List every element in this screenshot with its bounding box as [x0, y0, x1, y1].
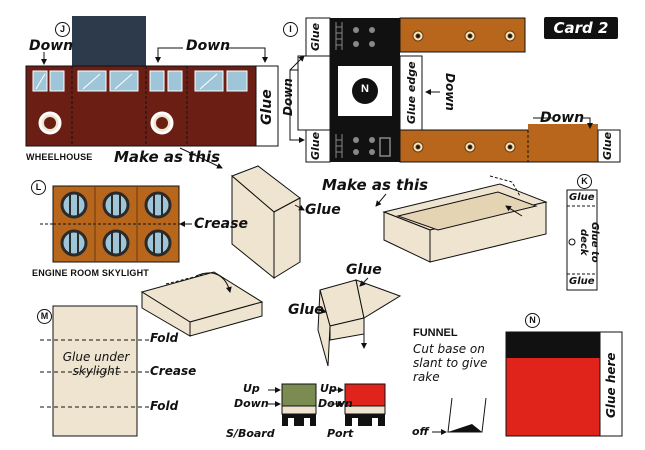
crease-label: Crease — [150, 364, 197, 378]
funnel-title: FUNNEL — [413, 327, 458, 339]
up-label: Up — [320, 382, 337, 395]
sboard-label: S/Board — [226, 427, 275, 440]
down-label: Down — [234, 397, 269, 410]
label-l: L — [31, 180, 46, 195]
fold-label: Fold — [150, 399, 179, 413]
down-label: Down — [540, 110, 585, 126]
down-label: Down — [29, 38, 74, 54]
rivet-icon — [412, 30, 516, 153]
wheelhouse-label: WHEELHOUSE — [26, 152, 93, 162]
badge-circle — [352, 78, 378, 104]
card-title: Card 2 — [544, 17, 618, 39]
label-m: M — [37, 309, 52, 324]
down-label: Down — [186, 38, 231, 54]
deck-plate-top — [330, 18, 400, 56]
down-label: Down — [318, 397, 353, 410]
label-n: N — [525, 313, 540, 328]
glue-under-skylight-label: Glue under skylight — [62, 350, 130, 378]
glue-label: Glue — [569, 192, 595, 203]
funnel-instructions: Cut base on slant to give rake — [413, 342, 488, 384]
funnel-red-body — [506, 358, 600, 436]
engine-room-skylight-label: ENGINE ROOM SKYLIGHT — [32, 268, 150, 278]
funnel-black-band — [506, 332, 600, 358]
glue-here-label: Glue here — [604, 352, 618, 418]
down-label: Down — [281, 78, 295, 116]
glue-label: Glue — [259, 89, 275, 125]
label-k: K — [577, 174, 592, 189]
badge-n: N — [361, 83, 369, 95]
up-label: Up — [243, 382, 260, 395]
glue-label: Glue — [309, 22, 322, 52]
glue-label: Glue — [601, 131, 614, 160]
wheelhouse-top-navy — [72, 16, 146, 68]
wheelhouse-windows — [32, 70, 248, 92]
make-as-this-label: Make as this — [322, 176, 429, 194]
glue-label: Glue — [305, 202, 341, 218]
glue-label: Glue — [346, 262, 382, 278]
fold-label: Fold — [150, 331, 179, 345]
off-label: off — [412, 425, 429, 438]
glue-label: Glue — [309, 131, 322, 160]
porthole-icon — [60, 191, 172, 257]
sboard-flag — [281, 383, 317, 407]
label-j: J — [55, 22, 70, 37]
glue-to-deck-label: Glue to deck — [578, 221, 600, 263]
label-i: I — [283, 22, 298, 37]
crease-label: Crease — [194, 216, 248, 232]
glue-label: Glue — [288, 302, 324, 318]
glue-edge-label: Glue edge — [405, 61, 418, 125]
glue-label: Glue — [569, 276, 595, 287]
wood-strip-bottom — [399, 129, 601, 163]
make-as-this-label: Make as this — [114, 148, 221, 166]
down-label: Down — [443, 73, 457, 111]
port-label: Port — [327, 427, 354, 440]
